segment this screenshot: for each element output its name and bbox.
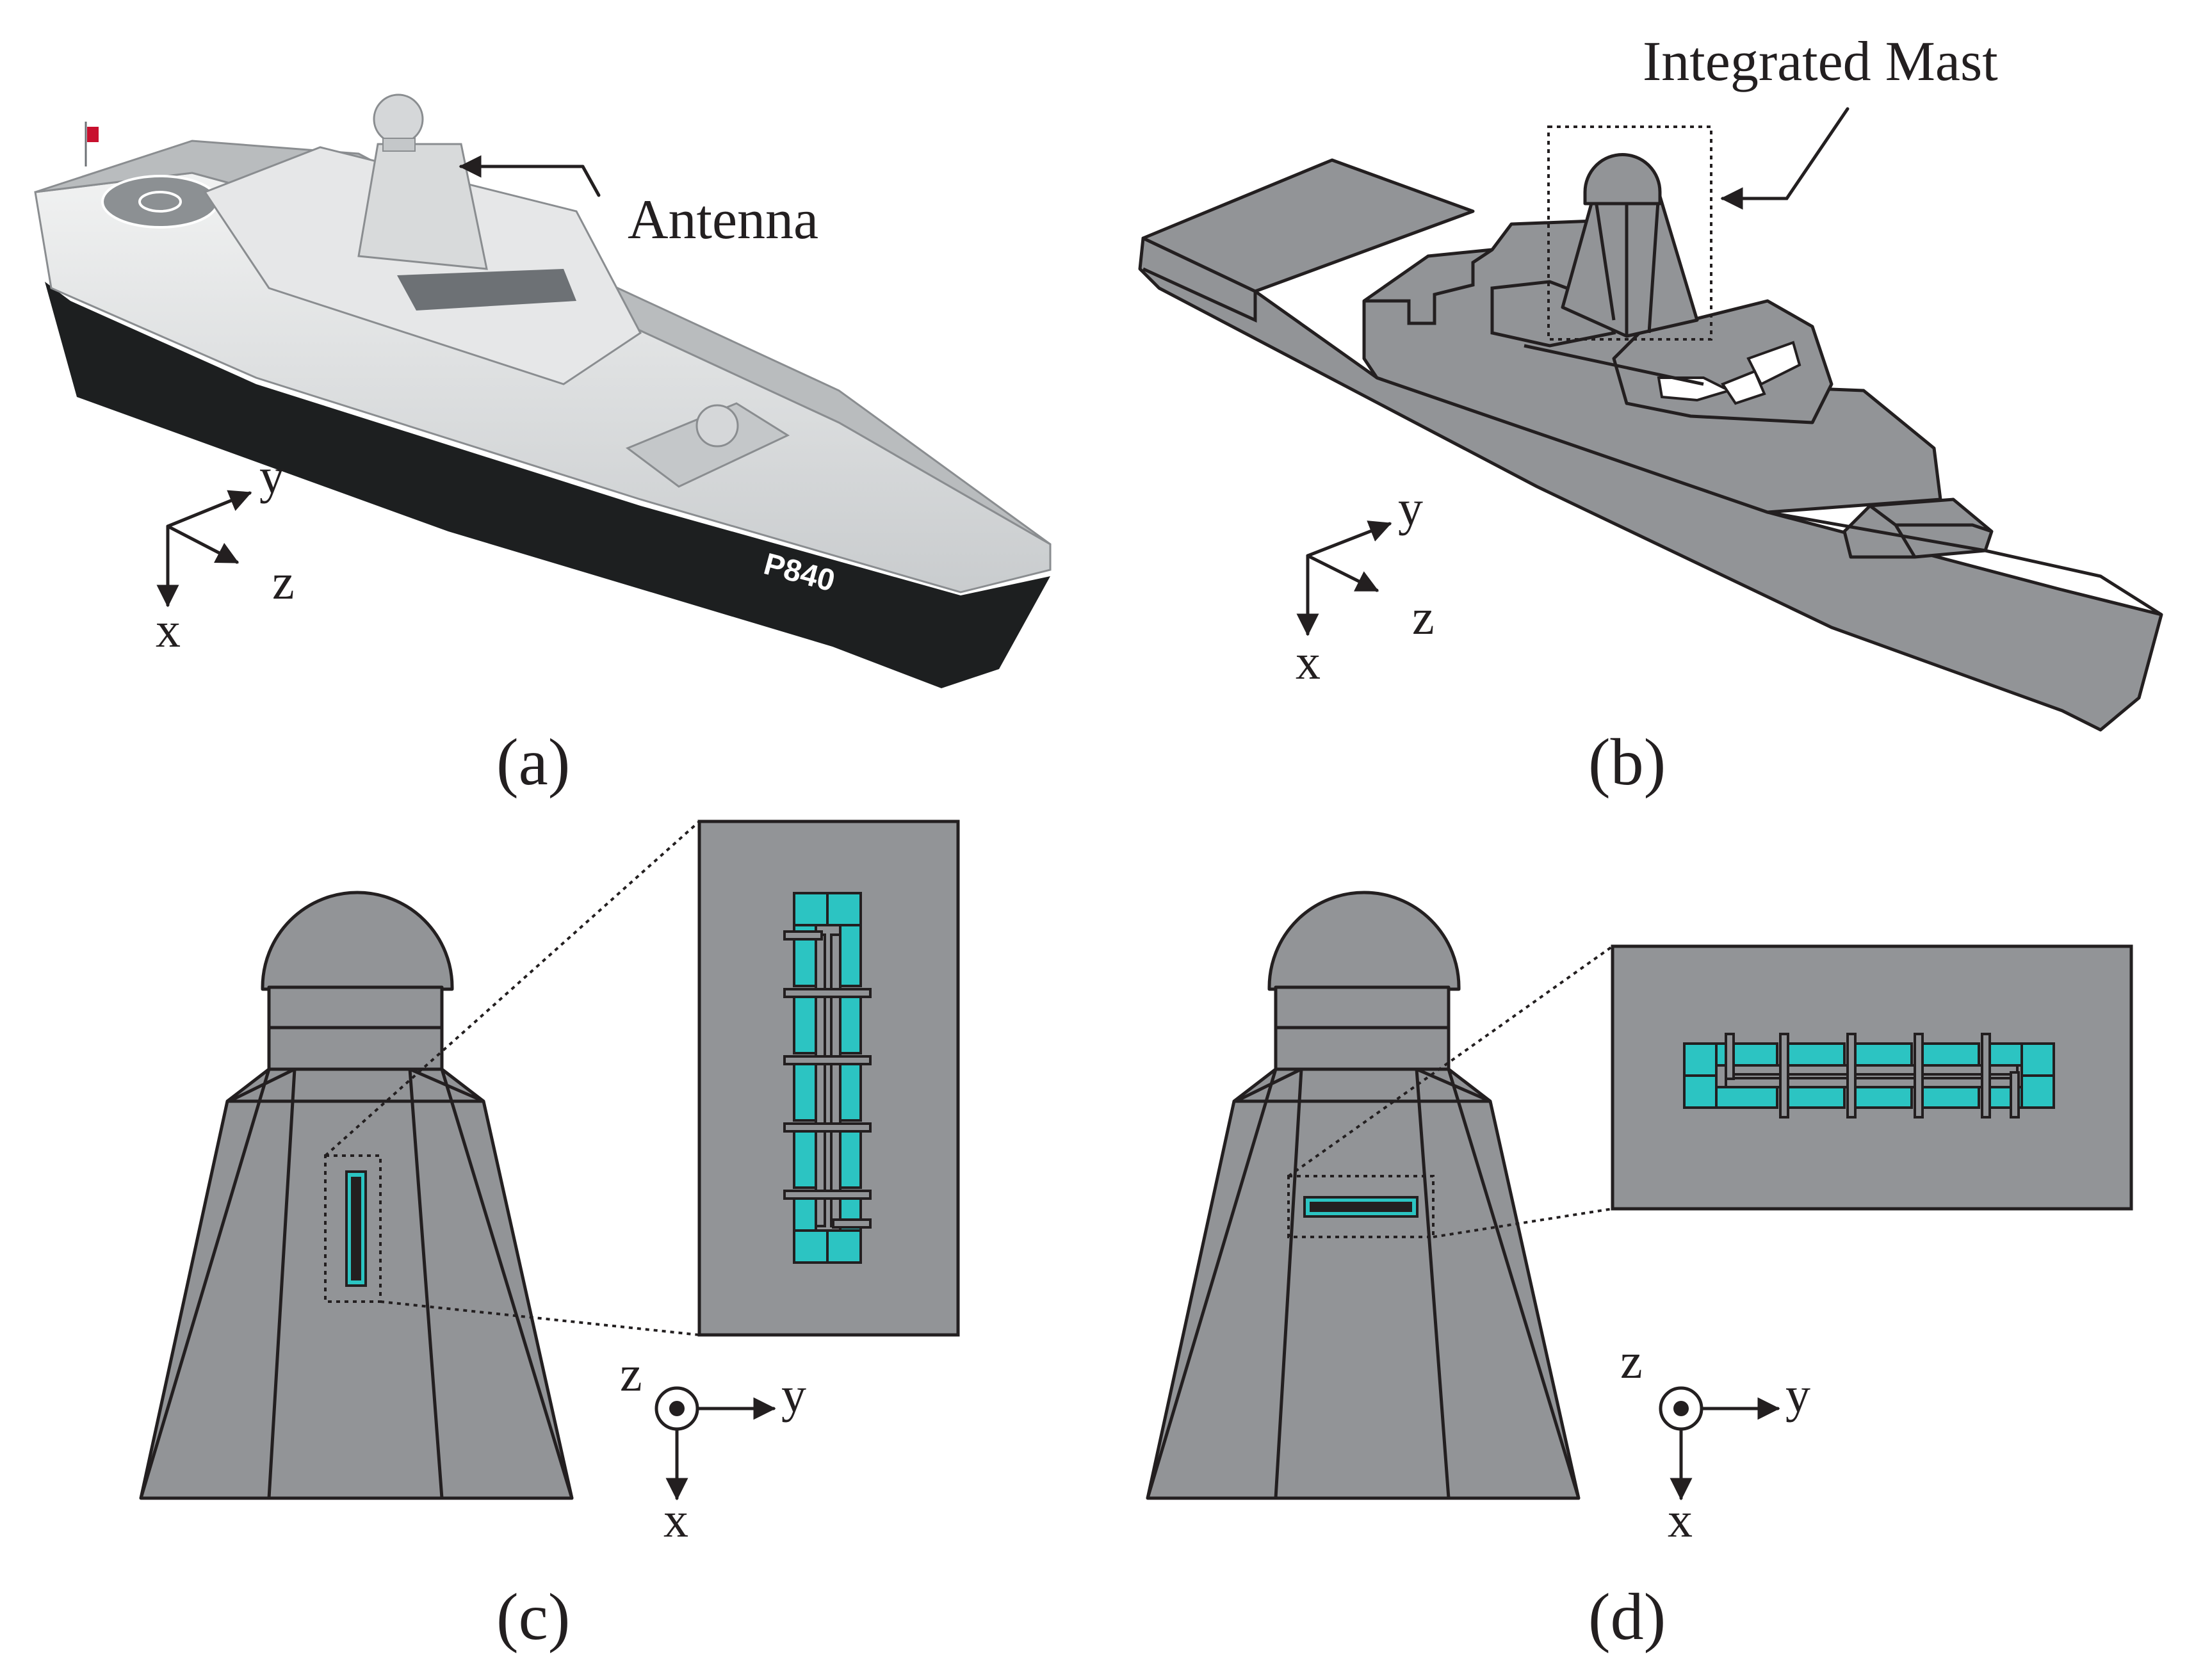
axis-triad-b: y z x xyxy=(1296,480,1435,690)
ship-model xyxy=(1138,153,2163,732)
caption-d: (d) xyxy=(1588,1580,1666,1654)
antenna-arrow xyxy=(581,165,601,197)
axis-x-label: x xyxy=(1668,1492,1693,1547)
antenna-array-vertical xyxy=(783,892,872,1264)
panel-d: z y x (d) xyxy=(1146,891,2133,1654)
caption-c: (c) xyxy=(496,1580,570,1654)
antenna-inset-d xyxy=(1611,944,2133,1211)
axis-z-label: z xyxy=(620,1346,642,1401)
mast-callout-arrow xyxy=(1720,107,1850,210)
axis-y-label: y xyxy=(1785,1367,1810,1423)
axis-x-label: x xyxy=(1296,634,1321,690)
integrated-mast-label: Integrated Mast xyxy=(1643,31,1998,93)
axis-triad-a: y z x xyxy=(156,448,295,658)
axis-y-label: y xyxy=(1398,480,1423,536)
antenna-array-horizontal xyxy=(1683,1033,2055,1119)
panel-b: Integrated Mast y z x (b) xyxy=(1138,31,2163,799)
axis-x-label: x xyxy=(663,1492,688,1547)
antenna-region-box xyxy=(1287,1175,1435,1238)
panel-a: P840 Antenna y z x (a) xyxy=(34,93,1052,799)
mast-highlight-box xyxy=(1547,125,1712,341)
ship-render: P840 xyxy=(34,93,1052,688)
axis-triad-c: z y x xyxy=(620,1346,806,1547)
axis-x-label: x xyxy=(156,602,181,658)
caption-b: (b) xyxy=(1588,725,1666,799)
axis-z-label: z xyxy=(272,554,295,610)
antenna-region-box xyxy=(324,1154,382,1303)
axis-y-label: y xyxy=(259,448,284,504)
axis-y-label: y xyxy=(781,1367,806,1423)
antenna-inset-c xyxy=(697,820,960,1337)
axis-z-label: z xyxy=(1620,1333,1643,1389)
mast-d xyxy=(1146,891,1581,1500)
antenna-label: Antenna xyxy=(628,189,818,251)
panel-c: z y x (c) xyxy=(139,820,960,1654)
caption-a: (a) xyxy=(496,725,570,799)
axis-triad-d: z y x xyxy=(1620,1333,1810,1547)
axis-z-label: z xyxy=(1412,589,1435,645)
array-cells xyxy=(793,924,862,1232)
